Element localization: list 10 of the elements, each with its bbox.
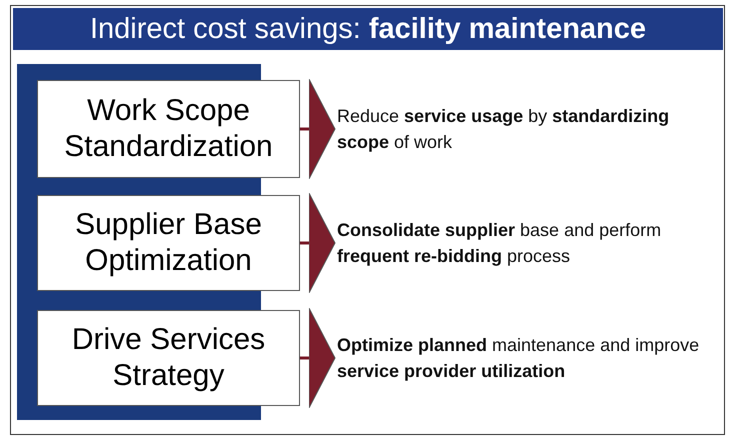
- title-banner: Indirect cost savings: facility maintenance: [13, 8, 723, 50]
- process-box: Supplier Base Optimization: [37, 195, 300, 291]
- process-box: Drive Services Strategy: [37, 310, 300, 406]
- chevron-arrow: [300, 192, 336, 294]
- chevron-arrow: [300, 78, 336, 180]
- description-text: Consolidate supplier base and perform frequent re-bidding process: [337, 210, 722, 276]
- description-text: Optimize planned maintenance and improve service provider utilization: [337, 325, 722, 391]
- chevron-arrow: [300, 308, 336, 408]
- process-box: Work Scope Standardization: [37, 80, 300, 178]
- description-text: Reduce service usage by standardizing scope of work: [337, 95, 717, 163]
